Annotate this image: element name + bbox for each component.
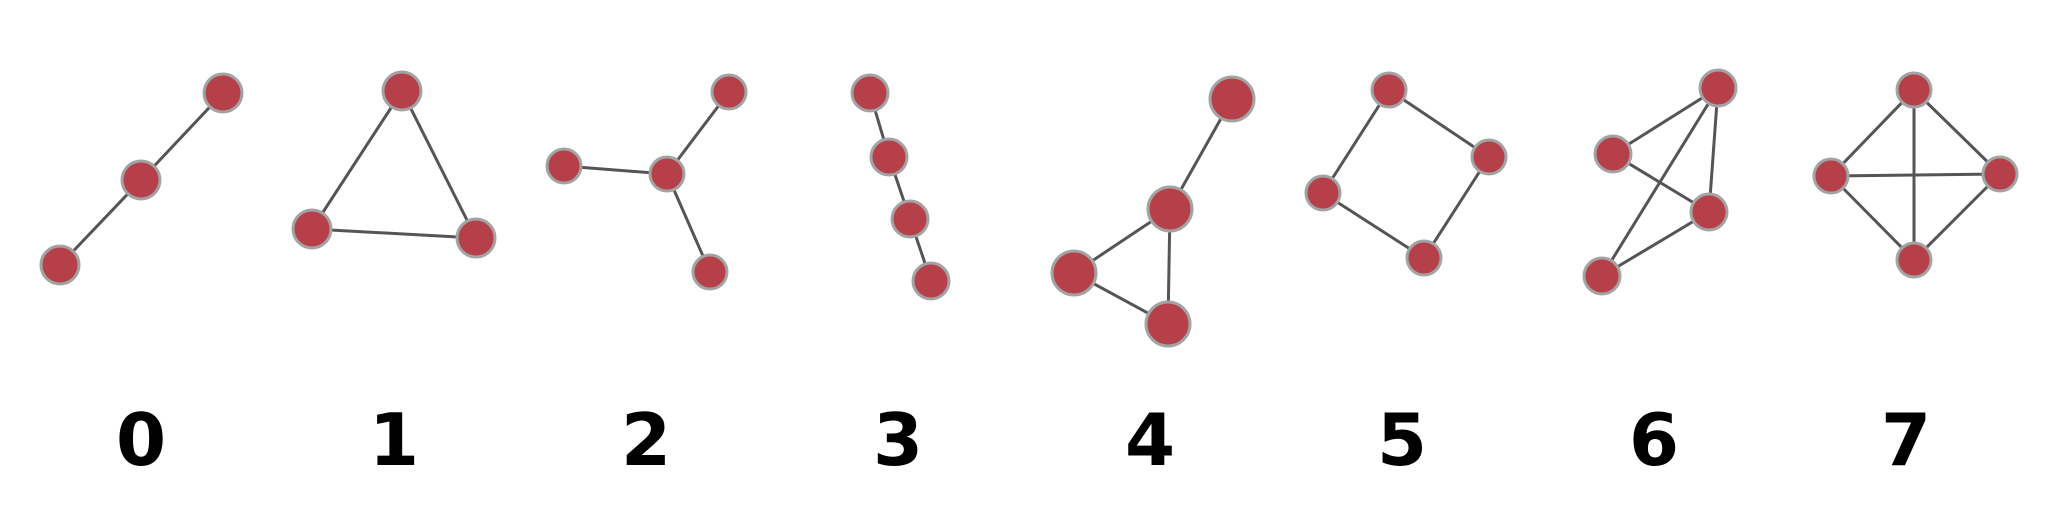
graph-5-edge-1 xyxy=(1422,155,1491,260)
graph-6 xyxy=(1582,68,1738,296)
graph-7-edge-3 xyxy=(1829,172,2002,178)
graph-7 xyxy=(1812,71,2019,279)
graph-2-node-2 xyxy=(545,147,583,185)
graph-2-node-1 xyxy=(648,155,686,193)
graph-label-2: 2 xyxy=(620,398,672,482)
graph-label-5: 5 xyxy=(1376,398,1428,482)
graph-0 xyxy=(39,72,244,286)
graph-6-edge-2 xyxy=(1707,86,1720,214)
graph-6-node-1 xyxy=(1698,68,1738,108)
graph-6-node-3 xyxy=(1582,256,1622,296)
graph-1-node-1 xyxy=(291,208,333,250)
graph-7-edge-5 xyxy=(1912,172,2002,262)
graph-1-node-0 xyxy=(381,70,423,112)
graph-4-node-2 xyxy=(1050,249,1098,297)
graph-6-edge-3 xyxy=(1600,86,1720,278)
graph-label-1: 1 xyxy=(368,398,420,482)
graph-0-node-1 xyxy=(120,159,162,201)
graph-2-node-0 xyxy=(710,73,748,111)
graph-3-node-1 xyxy=(869,137,909,177)
graph-1-edge-2 xyxy=(400,89,478,240)
graph-1-edge-0 xyxy=(310,89,404,231)
graph-1-node-2 xyxy=(455,217,497,259)
graph-7-node-2 xyxy=(1981,155,2019,193)
graph-label-0: 0 xyxy=(115,398,167,482)
graph-6-node-0 xyxy=(1593,134,1633,174)
graph-3-node-0 xyxy=(850,73,890,113)
graph-label-7: 7 xyxy=(1880,398,1932,482)
graph-3 xyxy=(850,73,951,301)
graph-5-node-2 xyxy=(1405,239,1443,277)
graph-6-edge-0 xyxy=(1611,86,1720,156)
graph-6-edge-4 xyxy=(1600,210,1711,278)
graph-7-edge-4 xyxy=(1829,174,1916,262)
graph-2 xyxy=(545,73,748,291)
graph-7-edge-0 xyxy=(1829,88,1916,178)
graph-3-node-3 xyxy=(911,261,951,301)
graph-4 xyxy=(1050,75,1256,348)
graph-5-edge-2 xyxy=(1321,191,1426,260)
graph-1-edge-1 xyxy=(310,227,478,240)
graph-7-node-0 xyxy=(1895,71,1933,109)
graph-5-node-3 xyxy=(1304,174,1342,212)
graph-6-node-2 xyxy=(1689,192,1729,232)
graph-3-node-2 xyxy=(890,199,930,239)
graph-label-4: 4 xyxy=(1124,398,1176,482)
graph-5 xyxy=(1304,71,1508,277)
graph-5-edge-3 xyxy=(1321,88,1391,195)
graph-4-node-0 xyxy=(1208,75,1256,123)
graph-1 xyxy=(291,70,497,259)
graph-7-node-1 xyxy=(1812,157,1850,195)
graph-5-edge-0 xyxy=(1387,88,1491,159)
graph-4-node-1 xyxy=(1146,185,1194,233)
graph-2-node-3 xyxy=(691,253,729,291)
graph-label-6: 6 xyxy=(1628,398,1680,482)
graph-4-node-3 xyxy=(1144,300,1192,348)
graph-label-3: 3 xyxy=(872,398,924,482)
graph-0-node-2 xyxy=(202,72,244,114)
graph-5-node-0 xyxy=(1370,71,1408,109)
graph-7-edge-1 xyxy=(1912,88,2002,176)
graph-5-node-1 xyxy=(1470,138,1508,176)
graph-7-node-3 xyxy=(1895,241,1933,279)
graph-0-node-0 xyxy=(39,244,81,286)
